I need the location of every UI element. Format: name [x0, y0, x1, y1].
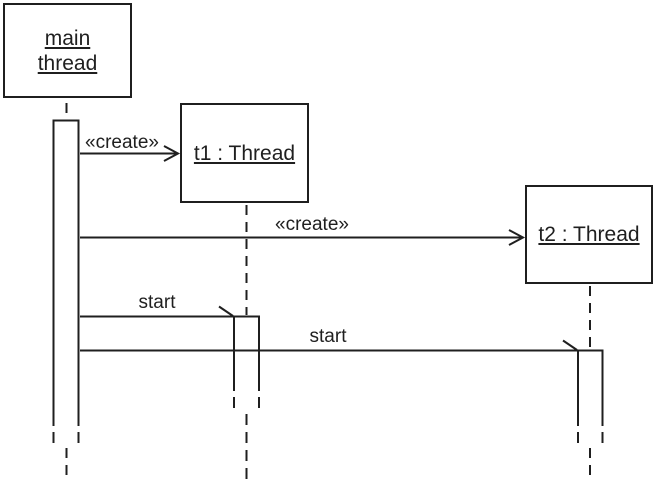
arrowhead-create-t2	[508, 229, 526, 246]
message-label-create-t2: «create»	[275, 214, 349, 235]
message-label-create-t1: «create»	[85, 132, 159, 153]
arrowhead-start-t1	[218, 305, 234, 317]
object-label-main-line1: main	[44, 26, 91, 50]
message-label-start-t1: start	[138, 292, 176, 313]
object-label-t1: t1 : Thread	[193, 141, 296, 165]
object-label-t2: t2 : Thread	[538, 223, 640, 246]
activation-bar-t2	[577, 349, 604, 426]
activation-bar-t1	[233, 315, 260, 391]
object-box-t2-thread: t2 : Thread	[525, 185, 653, 284]
message-label-start-t2: start	[309, 326, 347, 347]
object-box-t1-thread: t1 : Thread	[180, 103, 309, 203]
object-box-main-thread: main thread	[3, 3, 132, 98]
object-label-main-line2: thread	[37, 51, 98, 75]
arrowhead-create-t1	[163, 145, 181, 162]
activation-bar-main	[52, 119, 80, 426]
arrowhead-start-t2	[562, 339, 578, 351]
